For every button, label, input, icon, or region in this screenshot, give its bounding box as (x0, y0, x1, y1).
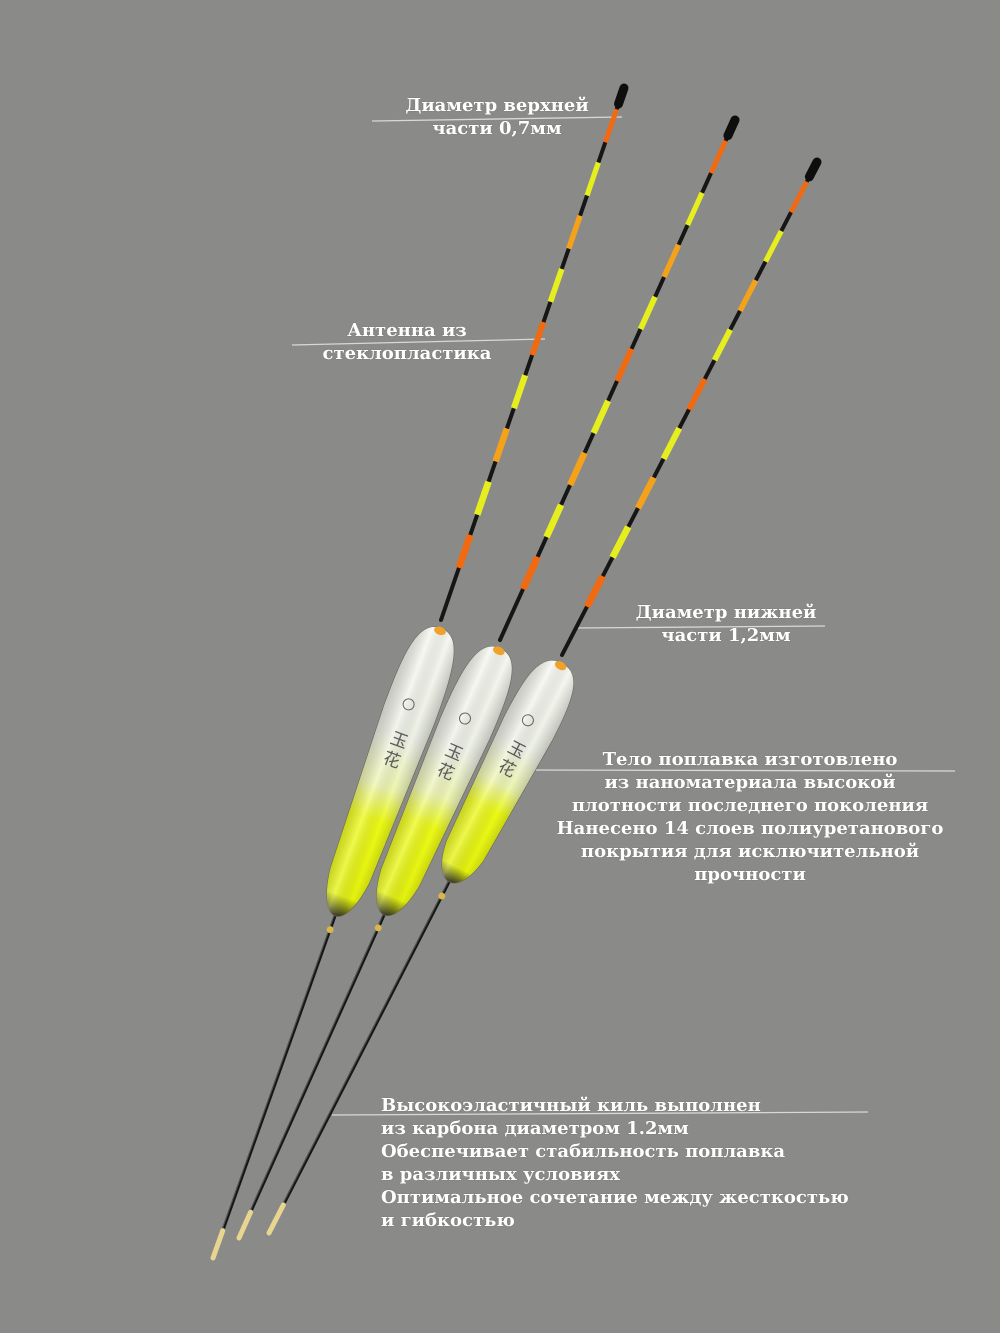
antenna-segment (661, 243, 682, 279)
antenna-segment (686, 377, 708, 411)
keel-highlight (211, 915, 335, 1259)
antenna-segment (711, 328, 733, 362)
body-logo-icon (521, 714, 534, 727)
antenna-segment (510, 374, 529, 410)
antenna-segment (529, 321, 547, 357)
float-body: 玉花 (376, 646, 513, 916)
body-top-cap (493, 646, 505, 656)
caption-line: покрытия для исключительной (580, 841, 920, 862)
caption-line: и гибкостью (381, 1210, 515, 1231)
caption-top-diameter: Диаметр верхней части 0,7мм (372, 94, 622, 140)
antenna-segment (590, 399, 611, 435)
keel-collar (326, 926, 334, 934)
antenna-segment (519, 555, 541, 591)
caption-antenna: Антенна из стеклопластика (292, 319, 522, 365)
keel-stem (237, 913, 386, 1240)
caption-line: Антенна из (347, 320, 467, 341)
antenna-segment (763, 229, 784, 263)
body-top-cap (434, 626, 446, 636)
caption-line: из карбона диаметром 1.2мм (381, 1118, 689, 1139)
body-shading (326, 626, 454, 917)
float-right: 玉花 (266, 157, 822, 1236)
caption-line: в различных условиях (381, 1164, 621, 1185)
caption-line: Диаметр нижней (635, 602, 817, 623)
keel-stem (267, 880, 451, 1235)
keel-highlight (267, 881, 449, 1234)
caption-line: Нанесено 14 слоев полиуретанового (556, 818, 944, 839)
body-shading (376, 646, 513, 916)
leader-keel (331, 1111, 869, 1116)
float-middle: 玉花 (236, 115, 740, 1241)
caption-keel: Высокоэластичный киль выполнен из карбон… (381, 1094, 941, 1232)
antenna-segment (660, 426, 683, 461)
keel-collar (438, 892, 446, 900)
float-body: 玉花 (326, 626, 455, 917)
antenna-segment (584, 161, 601, 197)
caption-line: Тело поплавка изготовлено (602, 749, 898, 770)
caption-body-material: Тело поплавка изготовлено из наноматериа… (530, 748, 970, 886)
antenna-segment (566, 214, 583, 250)
caption-line: части 0,7мм (432, 118, 562, 139)
antenna-cap (804, 157, 822, 182)
antenna-cap (723, 115, 740, 141)
body-shading (441, 660, 574, 884)
leader-bottom-diameter (577, 625, 826, 629)
antenna-cap (614, 83, 629, 109)
antenna-segment (602, 108, 620, 144)
leader-body (519, 769, 956, 772)
float-left: 玉花 (210, 83, 629, 1261)
antenna-segment (609, 525, 632, 559)
antenna-segment (708, 139, 728, 175)
antenna-segment (474, 480, 492, 516)
keel-collar (374, 924, 382, 932)
caption-line: Диаметр верхней (405, 95, 589, 116)
caption-line: части 1,2мм (661, 625, 791, 646)
antenna-segment (637, 295, 658, 331)
caption-line: Оптимальное сочетание между жесткостью (381, 1187, 849, 1208)
keel-tip (210, 1228, 226, 1261)
keel-tip (266, 1202, 286, 1236)
antenna-segment (737, 279, 759, 313)
leader-lines (291, 116, 956, 1116)
body-logo-icon (459, 712, 472, 725)
antenna-segment (583, 574, 606, 609)
float-body: 玉花 (441, 660, 574, 884)
antenna-segment (455, 533, 474, 570)
caption-line: прочности (694, 864, 806, 885)
caption-bottom-diameter: Диаметр нижней части 1,2мм (596, 601, 856, 647)
leader-top-diameter (371, 116, 623, 122)
caption-line: стеклопластика (322, 343, 492, 364)
keel-highlight (237, 914, 384, 1239)
body-logo-icon (402, 698, 415, 711)
body-top-cap (554, 661, 567, 671)
keel-tip (236, 1209, 254, 1241)
antenna-segment (543, 503, 565, 539)
caption-line: Высокоэластичный киль выполнен (381, 1095, 761, 1116)
leader-antenna (291, 338, 546, 346)
antenna-segment (685, 191, 705, 227)
antenna-segment (635, 476, 657, 510)
caption-line: плотности последнего поколения (571, 795, 929, 816)
caption-line: Обеспечивает стабильность поплавка (381, 1141, 785, 1162)
antenna-segment (788, 180, 810, 214)
antenna-segment (614, 347, 635, 383)
antenna-segment (547, 267, 565, 303)
keel-stem (211, 914, 337, 1260)
antenna-segment (492, 427, 510, 463)
caption-line: из наноматериала высокой (604, 772, 896, 793)
antenna-segment (567, 451, 588, 487)
